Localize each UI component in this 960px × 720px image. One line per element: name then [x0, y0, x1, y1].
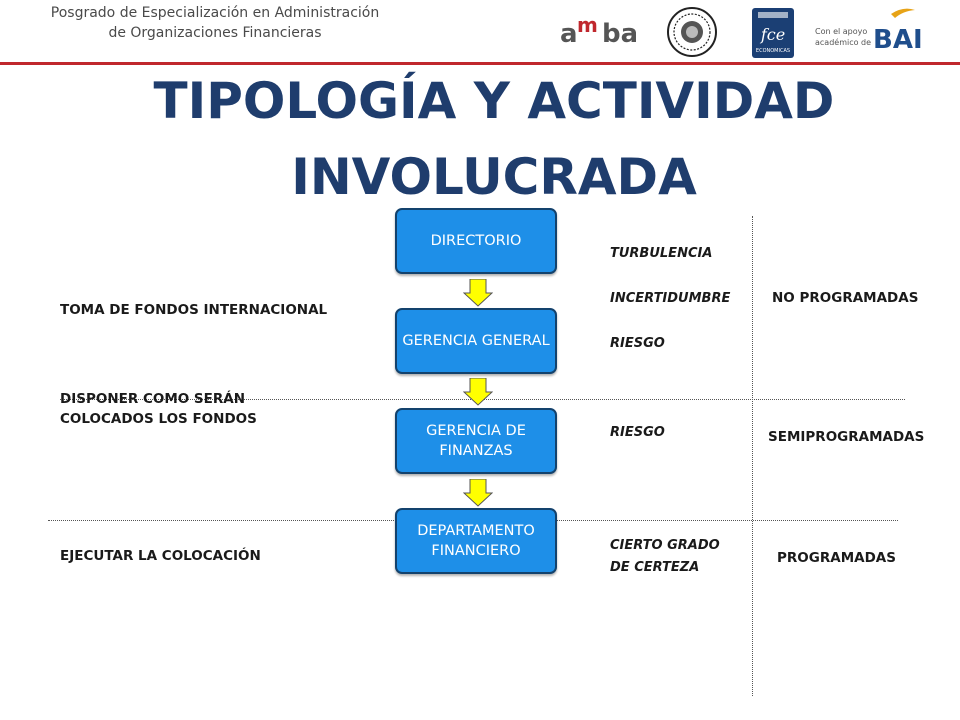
condition-cierto-grado-certeza: CIERTO GRADO DE CERTEZA: [610, 538, 720, 575]
fce-logo-subtext: ECONOMICAS: [756, 48, 790, 54]
amba-logo: a m ba: [560, 14, 636, 48]
bai-logo: Con el apoyo académico de BAI: [815, 8, 923, 55]
box-gerencia-finanzas: GERENCIA DE FINANZAS: [395, 408, 557, 474]
box-gerencia-general: GERENCIA GENERAL: [395, 308, 557, 374]
condition-turbulencia: TURBULENCIA: [610, 246, 713, 261]
condition-incertidumbre: INCERTIDUMBRE: [610, 291, 731, 306]
university-seal-logo: [667, 7, 717, 57]
header-program-line2: de Organizaciones Financieras: [108, 25, 322, 41]
slide-title-line1: TIPOLOGÍA Y ACTIVIDAD: [153, 72, 835, 130]
slide-title-line2: INVOLUCRADA: [291, 148, 697, 206]
svg-text:m: m: [577, 14, 598, 37]
decision-no-programadas: NO PROGRAMADAS: [772, 290, 919, 306]
flow-arrow-1-icon: [463, 279, 493, 307]
svg-text:a: a: [560, 19, 578, 48]
flow-arrow-3-icon: [463, 479, 493, 507]
bai-logo-text: BAI: [873, 25, 923, 55]
flow-arrow-2-icon: [463, 378, 493, 406]
activity-disponer-fondos: DISPONER COMO SERÁN COLOCADOS LOS FONDOS: [60, 391, 257, 427]
svg-text:ba: ba: [602, 19, 636, 48]
fce-logo: fce ECONOMICAS: [752, 8, 794, 58]
box-departamento-financiero: DEPARTAMENTO FINANCIERO: [395, 508, 557, 574]
activity-toma-de-fondos: TOMA DE FONDOS INTERNACIONAL: [60, 302, 328, 318]
condition-riesgo-lower: RIESGO: [610, 425, 665, 440]
decision-semiprogramadas: SEMIPROGRAMADAS: [768, 429, 925, 445]
fce-logo-text: fce: [760, 25, 785, 44]
header-divider: [0, 62, 960, 65]
header-program-line1: Posgrado de Especialización en Administr…: [50, 5, 380, 21]
activity-ejecutar-colocacion: EJECUTAR LA COLOCACIÓN: [60, 548, 261, 564]
svg-text:académico de: académico de: [815, 37, 871, 47]
svg-text:Con el apoyo: Con el apoyo: [815, 27, 867, 36]
condition-riesgo-upper: RIESGO: [610, 336, 665, 351]
separator-line-vertical: [752, 216, 753, 696]
decision-programadas: PROGRAMADAS: [777, 550, 896, 566]
box-directorio: DIRECTORIO: [395, 208, 557, 274]
